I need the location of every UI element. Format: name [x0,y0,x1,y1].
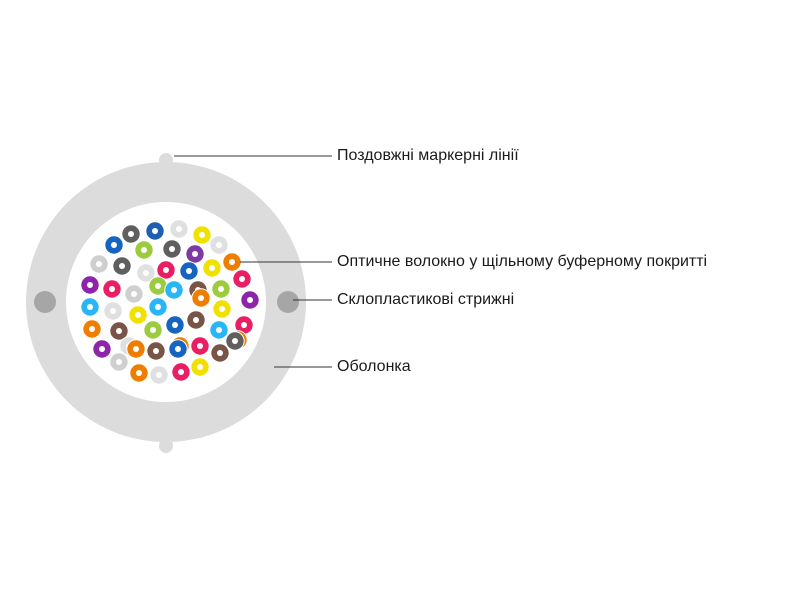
frp-rod-left [34,291,56,313]
fiber-core-dot [155,304,161,310]
fiber-core-dot [119,263,125,269]
fiber-core-dot [143,270,149,276]
fiber-core-dot [153,348,159,354]
fiber-core-dot [239,276,245,282]
fiber-core-dot [116,328,122,334]
marker-line-top [159,153,173,167]
fiber-core-dot [176,226,182,232]
label-marker-lines: Поздовжні маркерні лінії [337,147,519,164]
fiber-core-dot [241,322,247,328]
fiber-core-dot [128,231,134,237]
label-sheath: Оболонка [337,358,411,375]
fiber-core-dot [172,322,178,328]
fiber-core-dot [229,259,235,265]
fiber-core-dot [193,317,199,323]
fiber-core-dot [219,306,225,312]
fiber-core-dot [152,228,158,234]
fiber-core-dot [247,297,253,303]
fiber-core-dot [197,343,203,349]
fiber-core-dot [218,286,224,292]
fiber-core-dot [155,283,161,289]
fiber-core-dot [186,268,192,274]
fiber-core-dot [199,232,205,238]
fiber-core-dot [198,295,204,301]
label-tight-buffered-fiber: Оптичне волокно у щільному буферному пок… [337,253,708,270]
fiber-core-dot [96,261,102,267]
label-frp-rods: Склопластикові стрижні [337,291,515,308]
fiber-core-dot [110,308,116,314]
fiber-core-dot [192,251,198,257]
fiber-core-dot [109,286,115,292]
fiber-core-dot [136,370,142,376]
fiber-core-dot [89,326,95,332]
fiber-core-dot [169,246,175,252]
fiber-core-dot [171,287,177,293]
fiber-core-dot [197,364,203,370]
fiber-core-dot [141,247,147,253]
fiber-core-dot [209,265,215,271]
fiber-core-dot [111,242,117,248]
frp-rod-right [277,291,299,313]
fiber-group [80,219,260,385]
fiber-core-dot [163,267,169,273]
fiber-core-dot [87,304,93,310]
fiber-core-dot [175,346,181,352]
fiber-core-dot [99,346,105,352]
fiber-core-dot [87,282,93,288]
fiber-core-dot [131,291,137,297]
fiber-core-dot [156,372,162,378]
fiber-core-dot [178,369,184,375]
fiber-core-dot [133,346,139,352]
fiber-core-dot [217,350,223,356]
fiber-core-dot [116,359,122,365]
fiber-core-dot [150,327,156,333]
fiber-core-dot [232,338,238,344]
fiber-core-dot [216,327,222,333]
marker-line-bottom [159,439,173,453]
fiber-core-dot [135,312,141,318]
fiber-core-dot [216,242,222,248]
